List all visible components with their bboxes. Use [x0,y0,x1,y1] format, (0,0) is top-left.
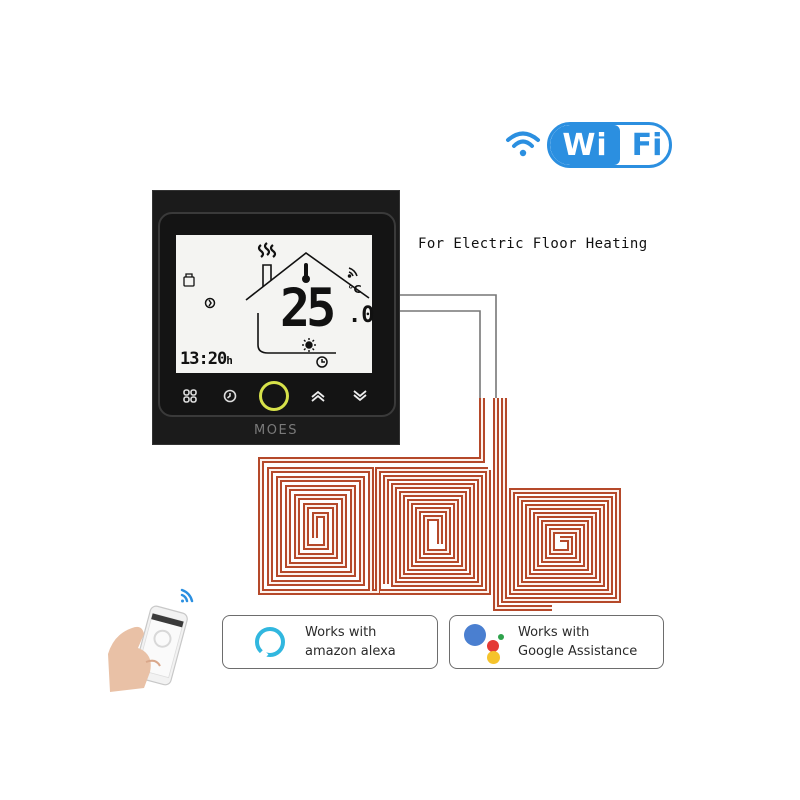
alexa-compat-badge: Works with amazon alexa [222,615,438,669]
temp-down-button[interactable] [349,385,371,407]
lcd-wifi-icon [347,267,358,278]
economy-icon [204,297,216,309]
google-assistant-compat-badge: Works with Google Assistance [449,615,664,669]
lcd-screen: °C 25 .0 13:20h [176,235,375,373]
google-dot-yellow [487,651,500,664]
google-dot-red [487,640,499,652]
google-line2: Google Assistance [518,644,638,659]
temp-up-button[interactable] [307,385,329,407]
google-dot-green [498,634,504,640]
google-dot-blue [464,624,486,646]
clock-icon [223,389,237,403]
alexa-line1: Works with [305,625,377,640]
temperature-unit: °C [348,283,362,296]
lead-wires [400,294,497,400]
menu-button[interactable] [179,385,201,407]
program-icon [183,273,195,287]
schedule-button[interactable] [219,385,241,407]
house-outline-icon [245,252,370,354]
heat-waves-icon [257,242,277,258]
wifi-badge-left: Wi [550,125,620,165]
alexa-badge-text: Works with amazon alexa [305,623,396,661]
sun-icon [302,338,316,352]
smartphone-in-hand [104,584,204,694]
double-chevron-up-icon [311,390,325,402]
phone-wifi-icon [180,588,194,603]
wifi-badge-right: Fi [631,127,663,163]
thermometer-icon [302,263,310,283]
clock-display: 13:20h [180,349,233,369]
google-badge-text: Works with Google Assistance [518,623,637,661]
thermostat-device: °C 25 .0 13:20h MOES [152,190,400,445]
wifi-badge: Wi Fi [547,122,672,168]
alexa-icon [255,627,285,657]
temperature-value: 25 [280,277,336,339]
heating-cable [258,398,621,611]
clock-time: 13:20 [180,349,227,369]
google-line1: Works with [518,625,590,640]
phone-illustration [108,588,194,692]
wifi-logo: Wi Fi [505,122,672,170]
product-caption: For Electric Floor Heating [418,236,648,252]
power-button[interactable] [259,381,289,411]
clock-suffix: h [226,354,233,367]
google-assistant-icon [462,620,506,664]
alexa-line2: amazon alexa [305,644,396,659]
grid-icon [183,389,197,403]
double-chevron-down-icon [353,390,367,402]
temperature-decimal: .0 [348,303,375,328]
wifi-signal-icon [506,131,540,157]
lcd-clock-icon [316,356,328,368]
lcd-graphics [183,242,370,368]
brand-logo: MOES [254,423,298,438]
